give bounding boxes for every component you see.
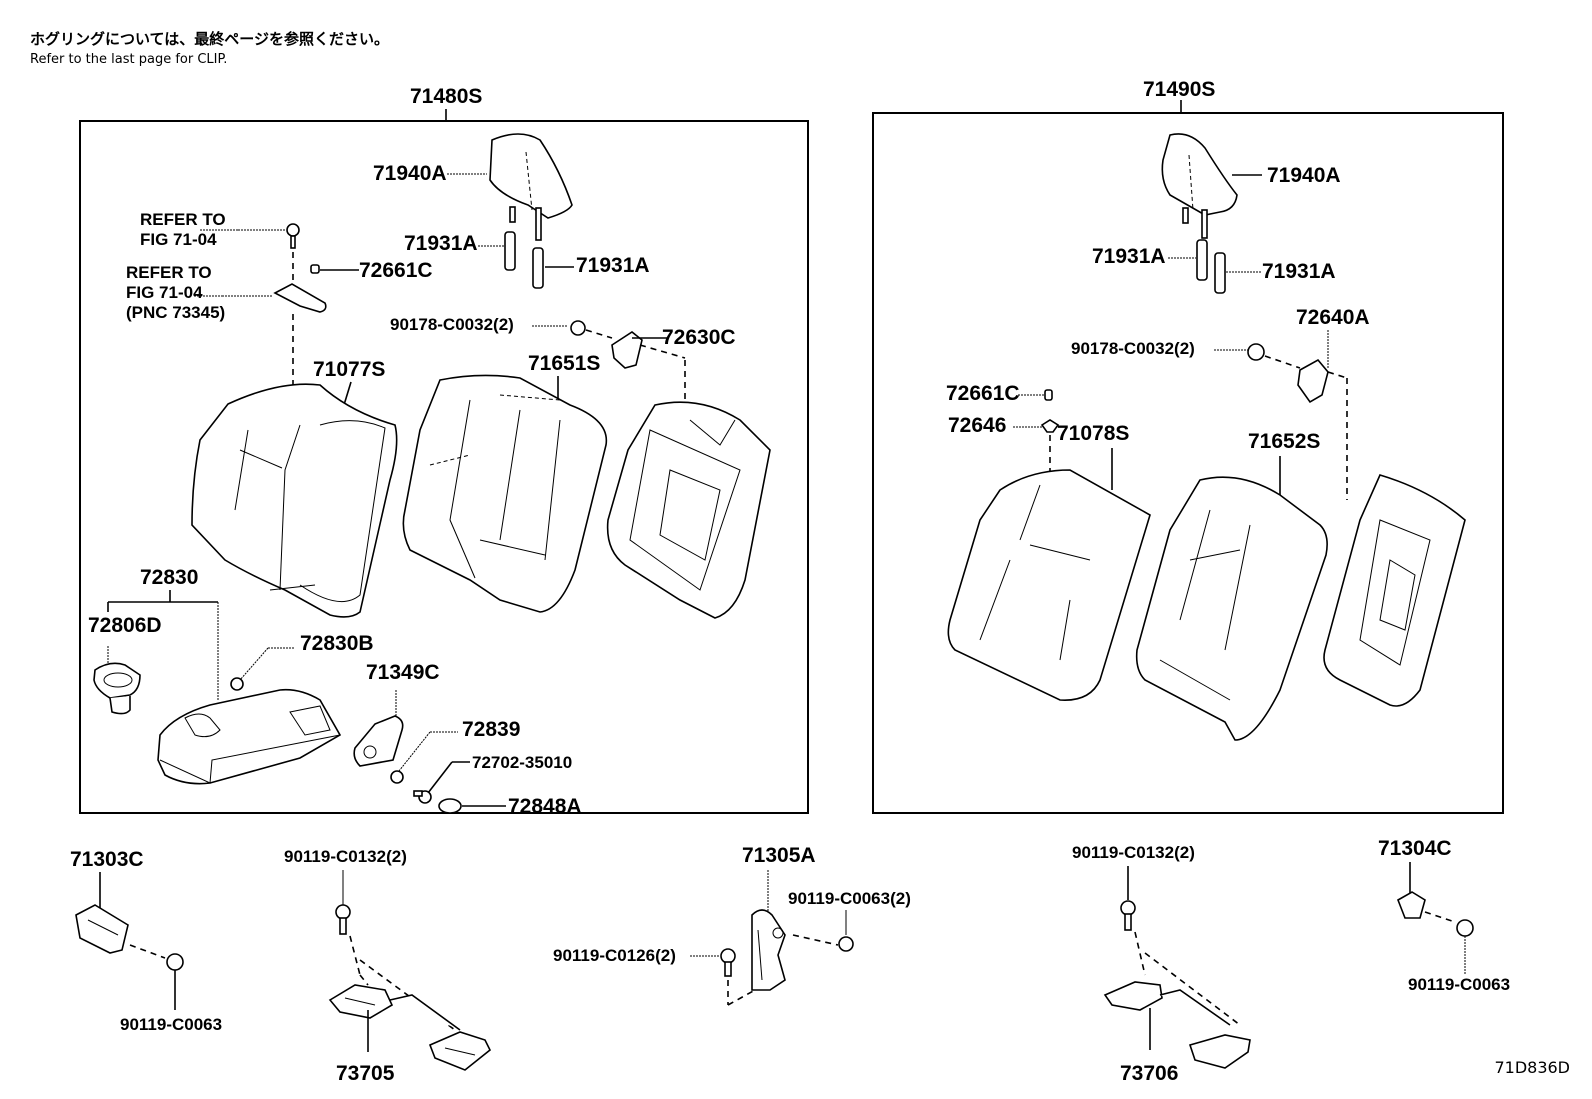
right-assembly-frame: [872, 112, 1504, 814]
bolt-90119-c0063-right[interactable]: [1456, 919, 1474, 937]
label-72702-35010[interactable]: 72702-35010: [472, 753, 572, 772]
bolt-90119-c0132-left[interactable]: [335, 904, 351, 935]
nut-right[interactable]: [1247, 343, 1265, 361]
label-72839[interactable]: 72839: [462, 718, 520, 741]
label-72661c-left[interactable]: 72661C: [359, 259, 433, 282]
label-90178-c0032-left[interactable]: 90178-C0032(2): [390, 315, 514, 334]
label-refer-to-2[interactable]: REFER TO: [126, 263, 212, 282]
bracket-73705[interactable]: [328, 984, 492, 1071]
lock-72630c[interactable]: [611, 331, 643, 369]
label-71305a[interactable]: 71305A: [742, 844, 816, 867]
label-71931a-right-2[interactable]: 71931A: [1262, 260, 1336, 283]
seatback-cover-right[interactable]: [947, 469, 1151, 701]
stopper-72848a[interactable]: [438, 798, 462, 814]
cup-holder-72806d[interactable]: [93, 662, 141, 715]
left-assembly: 71480S 71940A 71931A 71931A REFER TO FIG…: [79, 85, 809, 818]
label-71940a-right[interactable]: 71940A: [1267, 164, 1341, 187]
label-71304c[interactable]: 71304C: [1378, 837, 1452, 860]
label-71480s[interactable]: 71480S: [410, 85, 482, 108]
label-fig-71-04-2[interactable]: FIG 71-04: [126, 283, 203, 302]
bracket-pnc-73345[interactable]: [273, 283, 327, 313]
label-71490s[interactable]: 71490S: [1143, 78, 1215, 101]
label-71940a-left[interactable]: 71940A: [373, 162, 447, 185]
armrest-72830[interactable]: [157, 688, 342, 785]
label-72830b[interactable]: 72830B: [300, 632, 374, 655]
label-71349c[interactable]: 71349C: [366, 661, 440, 684]
headrest-right[interactable]: [1161, 133, 1238, 239]
bracket-73706[interactable]: [1103, 981, 1251, 1069]
left-assembly-frame: [79, 120, 809, 814]
seatback-frame-left[interactable]: [606, 401, 771, 619]
seatback-frame-right[interactable]: [1323, 474, 1466, 707]
hinge-71303c[interactable]: [75, 904, 129, 954]
bolt-90119-c0132-right[interactable]: [1120, 900, 1136, 931]
label-pnc-73345[interactable]: (PNC 73345): [126, 303, 225, 322]
label-90119-c0063-left[interactable]: 90119-C0063: [120, 1015, 222, 1034]
clip-note-japanese: ホグリングについては、最終ページを参照ください。: [30, 30, 389, 48]
label-71078s[interactable]: 71078S: [1057, 422, 1129, 445]
label-90119-c0063-right[interactable]: 90119-C0063: [1408, 975, 1510, 994]
headrest-guides-left[interactable]: [504, 231, 544, 289]
cap-72661c-right[interactable]: [1044, 389, 1053, 401]
label-72848a[interactable]: 72848A: [508, 795, 582, 818]
bolt-90119-c0126[interactable]: [720, 948, 736, 977]
hinge-cover-71349c[interactable]: [353, 715, 404, 767]
hinge-71305a[interactable]: [751, 909, 786, 991]
seatback-pad-left[interactable]: [402, 374, 608, 613]
clip-72646[interactable]: [1040, 419, 1060, 433]
label-71077s[interactable]: 71077S: [313, 358, 385, 381]
armrest-cap-72830b[interactable]: [230, 677, 244, 691]
label-72646[interactable]: 72646: [948, 414, 1006, 437]
seatback-cover-left[interactable]: [191, 383, 398, 618]
cap-72661c-left[interactable]: [310, 264, 320, 274]
label-72661c-right[interactable]: 72661C: [946, 382, 1020, 405]
label-71931a-right-1[interactable]: 71931A: [1092, 245, 1166, 268]
label-73705[interactable]: 73705: [336, 1062, 395, 1085]
label-71651s[interactable]: 71651S: [528, 352, 600, 375]
label-72806d[interactable]: 72806D: [88, 614, 162, 637]
label-71652s[interactable]: 71652S: [1248, 430, 1320, 453]
bolt-72702-35010[interactable]: [413, 790, 432, 804]
hinge-71304c[interactable]: [1397, 891, 1426, 919]
label-90119-c0132-left[interactable]: 90119-C0132(2): [284, 847, 407, 866]
nut-left[interactable]: [570, 320, 586, 336]
seatback-pad-right[interactable]: [1135, 476, 1328, 741]
label-refer-to-1[interactable]: REFER TO: [140, 210, 226, 229]
label-71931a-left-1[interactable]: 71931A: [404, 232, 478, 255]
clip-72839[interactable]: [390, 770, 404, 784]
label-71931a-left-2[interactable]: 71931A: [576, 254, 650, 277]
label-fig-71-04-1[interactable]: FIG 71-04: [140, 230, 217, 249]
screw-refer[interactable]: [286, 223, 300, 249]
diagram-code: 71D836D: [1494, 1058, 1570, 1077]
label-72640a[interactable]: 72640A: [1296, 306, 1370, 329]
bolt-90119-c0063-center[interactable]: [838, 936, 854, 952]
headrest-guides-right[interactable]: [1196, 239, 1226, 294]
bolt-90119-c0063-left[interactable]: [166, 953, 184, 971]
clip-note-english: Refer to the last page for CLIP.: [30, 52, 228, 67]
label-90178-c0032-right[interactable]: 90178-C0032(2): [1071, 339, 1195, 358]
label-72830[interactable]: 72830: [140, 566, 198, 589]
label-90119-c0132-right[interactable]: 90119-C0132(2): [1072, 843, 1195, 862]
label-72630c[interactable]: 72630C: [662, 326, 736, 349]
lock-72640a[interactable]: [1297, 358, 1329, 404]
label-90119-c0126[interactable]: 90119-C0126(2): [553, 946, 676, 965]
right-assembly: 71490S 71940A 71931A 71931A 72640A 90178…: [872, 78, 1504, 814]
label-71303c[interactable]: 71303C: [70, 848, 144, 871]
label-90119-c0063-center[interactable]: 90119-C0063(2): [788, 889, 911, 908]
bottom-parts: 71303C 90119-C0063 90119-C0132(2) 73705: [70, 837, 1510, 1085]
label-73706[interactable]: 73706: [1120, 1062, 1178, 1085]
headrest-left[interactable]: [489, 133, 573, 241]
